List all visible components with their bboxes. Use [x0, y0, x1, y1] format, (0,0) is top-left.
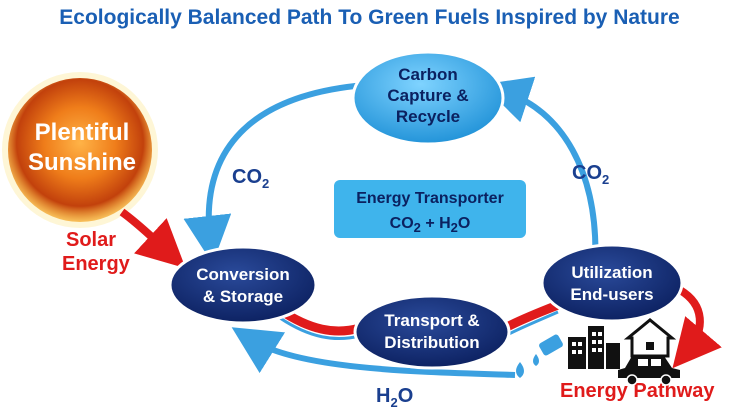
energy-pathway-arrow [672, 286, 722, 369]
utilization-line1: Utilization [571, 263, 652, 282]
city-buildings-icon [568, 326, 620, 369]
node-transport-distribution: Transport & Distribution [353, 294, 511, 370]
sun-label-line2: Sunshine [28, 149, 136, 176]
conversion-line1: Conversion [196, 265, 290, 284]
carbon-line3: Recycle [396, 107, 460, 126]
energy-transporter-box: Energy Transporter CO2 + H2O [334, 180, 526, 238]
sun-graphic: Plentiful Sunshine [2, 72, 158, 228]
page-title: Ecologically Balanced Path To Green Fuel… [59, 6, 680, 29]
carbon-to-conversion-arrow [183, 82, 366, 264]
sun-disc [8, 78, 152, 222]
energy-pathway-label: Energy Pathway [560, 380, 715, 402]
fuel-nozzle-icon [516, 334, 563, 378]
node-conversion-storage: Conversion & Storage [168, 245, 318, 325]
solar-energy-arrow [119, 208, 186, 269]
carbon-line2: Capture & [387, 86, 468, 105]
car-icon [618, 356, 680, 386]
h2o-label: H2O [376, 385, 413, 410]
transporter-line1: Energy Transporter [356, 190, 504, 207]
blue-path-conversion-transport [279, 316, 361, 341]
node-utilization-endusers: Utilization End-users [540, 243, 684, 323]
conversion-line2: & Storage [203, 287, 283, 306]
sun-label-line1: Plentiful [35, 119, 130, 146]
utilization-line2: End-users [570, 285, 653, 304]
h2o-return-arrow [231, 327, 516, 378]
transport-line2: Distribution [384, 333, 479, 352]
utilization-to-carbon-arrow [482, 76, 599, 269]
transport-line1: Transport & [384, 311, 479, 330]
solar-label-line2: Energy [62, 253, 131, 275]
carbon-line1: Carbon [398, 65, 458, 84]
solar-label-line1: Solar [66, 229, 116, 251]
co2-label-left: CO2 [232, 166, 269, 191]
co2-label-right: CO2 [572, 162, 609, 187]
transporter-line2: CO2 + H2O [390, 215, 471, 235]
node-carbon-capture: Carbon Capture & Recycle [351, 50, 505, 146]
house-icon [623, 318, 677, 358]
